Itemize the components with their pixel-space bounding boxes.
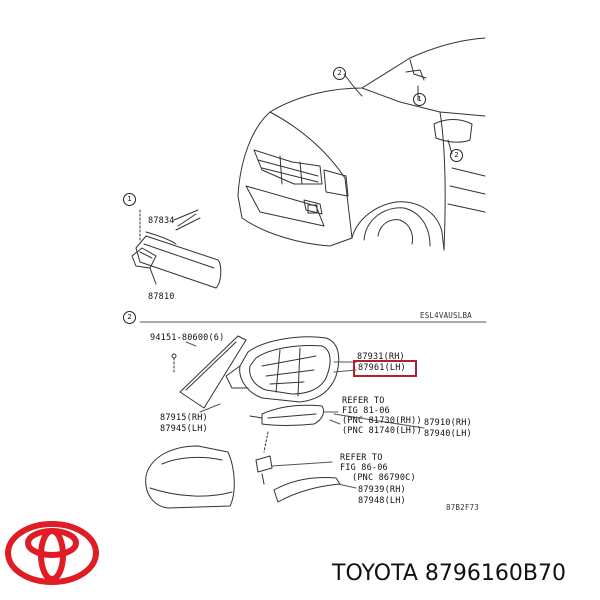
part-87810-label: 87810 xyxy=(148,292,175,302)
refer-2-line1: REFER TO xyxy=(340,453,383,463)
cover-left-label: 87961(LH) xyxy=(358,363,406,373)
frame-right-label: 87915(RH) xyxy=(160,413,208,423)
callout-2-section: 2 xyxy=(123,311,136,324)
section-code: ESL4VAUSLBA xyxy=(420,311,472,320)
callout-2-vehicle-side: 2 xyxy=(450,149,463,162)
glass-right-label: 87910(RH) xyxy=(424,418,472,428)
callout-1-section: 1 xyxy=(123,193,136,206)
cover-right-label: 87931(RH) xyxy=(357,352,405,362)
brand-part-number: TOYOTA 8796160B70 xyxy=(332,561,566,586)
bolt-label: 94151-80600(6) xyxy=(150,333,225,343)
callout-1-vehicle: 1 xyxy=(413,93,426,106)
inner-mirror-drawing xyxy=(131,209,222,289)
glass-left-label: 87940(LH) xyxy=(424,429,472,439)
refer-1-line4: (PNC 81740(LH)) xyxy=(342,426,422,436)
part-87834-label: 87834 xyxy=(148,216,175,226)
refer-2-line3: (PNC 86790C) xyxy=(352,473,416,483)
diagram-code: 87B2F73 xyxy=(446,503,480,512)
refer-1-line1: REFER TO xyxy=(342,396,385,406)
refer-1-line3: (PNC 81730(RH)) xyxy=(342,416,422,426)
refer-2-line2: FIG 86-06 xyxy=(340,463,388,473)
refer-1-line2: FIG 81-06 xyxy=(342,406,390,416)
lower-right-label: 87939(RH) xyxy=(358,485,406,495)
vehicle-drawing xyxy=(237,37,486,251)
frame-left-label: 87945(LH) xyxy=(160,424,208,434)
toyota-logo xyxy=(5,521,99,585)
callout-2-vehicle: 2 xyxy=(333,67,346,80)
outer-mirror-drawing xyxy=(139,321,487,509)
lower-left-label: 87948(LH) xyxy=(358,496,406,506)
target-part-highlight xyxy=(353,360,417,377)
